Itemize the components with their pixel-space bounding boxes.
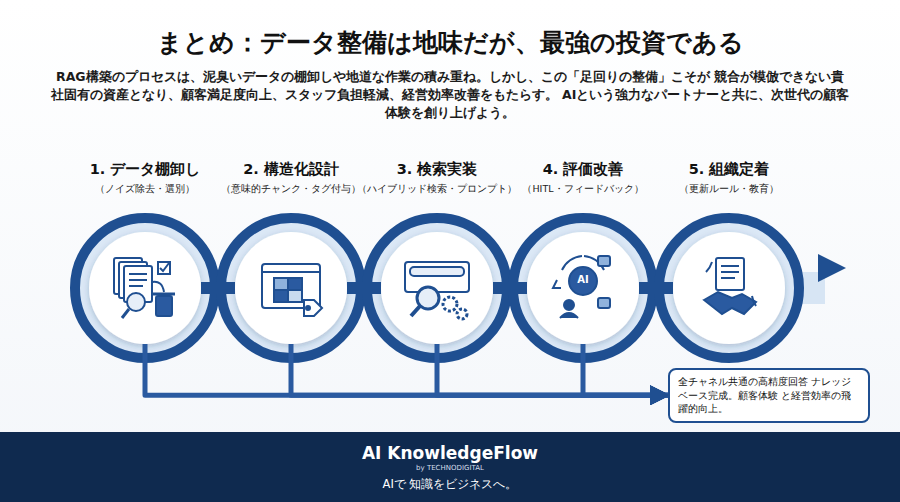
step-subtitle: （HITL・フィードバック）: [488, 183, 678, 196]
step-heading: 1. データ棚卸し （ノイズ除去・選別）: [50, 160, 240, 196]
structure-icon: [262, 264, 322, 316]
step-title: 3. 検索実装: [342, 160, 532, 179]
step-heading: 5. 組織定着 （更新ルール・教育）: [634, 160, 824, 196]
step-circle: 3. 検索実装（ハイブリッド検索・プロンプト）: [381, 232, 493, 344]
evaluation-icon: [553, 256, 610, 318]
step-circle: 4. 評価改善（HITL・フィードバック）: [527, 232, 639, 344]
step-title: 4. 評価改善: [488, 160, 678, 179]
step-title: 2. 構造化設計: [196, 160, 386, 179]
inventory-icon: [114, 258, 175, 318]
step-subtitle: （ハイブリッド検索・プロンプト）: [342, 183, 532, 196]
search-icon: [405, 262, 469, 319]
organization-icon: [704, 258, 756, 314]
callout-text: 全チャネル共通の高精度回答 ナレッジベース完成。顧客体験 と経営効率の飛躍的向上…: [678, 375, 860, 416]
step-circle: 1. データ棚卸し（ノイズ除去・選別）: [89, 232, 201, 344]
flow-connector: [347, 282, 381, 294]
step-subtitle: （ノイズ除去・選別）: [50, 183, 240, 196]
step-title: 1. データ棚卸し: [50, 160, 240, 179]
flow-arrowhead: [818, 254, 846, 282]
rings: [75, 218, 799, 358]
result-callout: 全チャネル共通の高精度回答 ナレッジベース完成。顧客体験 と経営効率の飛躍的向上…: [668, 368, 870, 423]
brand-tagline: AIで 知識をビジネスへ。: [383, 477, 518, 492]
flow-connector: [639, 282, 673, 294]
step-circle: 2. 構造化設計（意味的チャンク・タグ付与）: [235, 232, 347, 344]
result-arrow: [291, 344, 668, 395]
flow-connector: [493, 282, 527, 294]
result-arrow: [583, 344, 668, 395]
step-title: 5. 組織定着: [634, 160, 824, 179]
icon-label: AI: [568, 274, 598, 285]
footer-band: AI KnowledgeFlowby TECHNODIGITAL AIで 知識をビ…: [0, 432, 900, 502]
summary-text: RAG構築のプロセスは、泥臭いデータの棚卸しや地道な作業の積み重ね。しかし、この…: [50, 68, 850, 122]
brand-name: AI KnowledgeFlow: [362, 443, 538, 463]
step-heading: 3. 検索実装 （ハイブリッド検索・プロンプト）: [342, 160, 532, 196]
inner-circles: [89, 232, 785, 344]
step-subtitle: （更新ルール・教育）: [634, 183, 824, 196]
result-arrow: [437, 344, 668, 395]
step-circle: 5. 組織定着（更新ルール・教育）: [673, 232, 785, 344]
flow-connector: [201, 282, 235, 294]
result-arrow: [145, 344, 668, 395]
brand-byline: by TECHNODIGITAL: [416, 464, 484, 472]
step-heading: 4. 評価改善 （HITL・フィードバック）: [488, 160, 678, 196]
page-title: まとめ：データ整備は地味だが、最強の投資である: [10, 26, 890, 59]
